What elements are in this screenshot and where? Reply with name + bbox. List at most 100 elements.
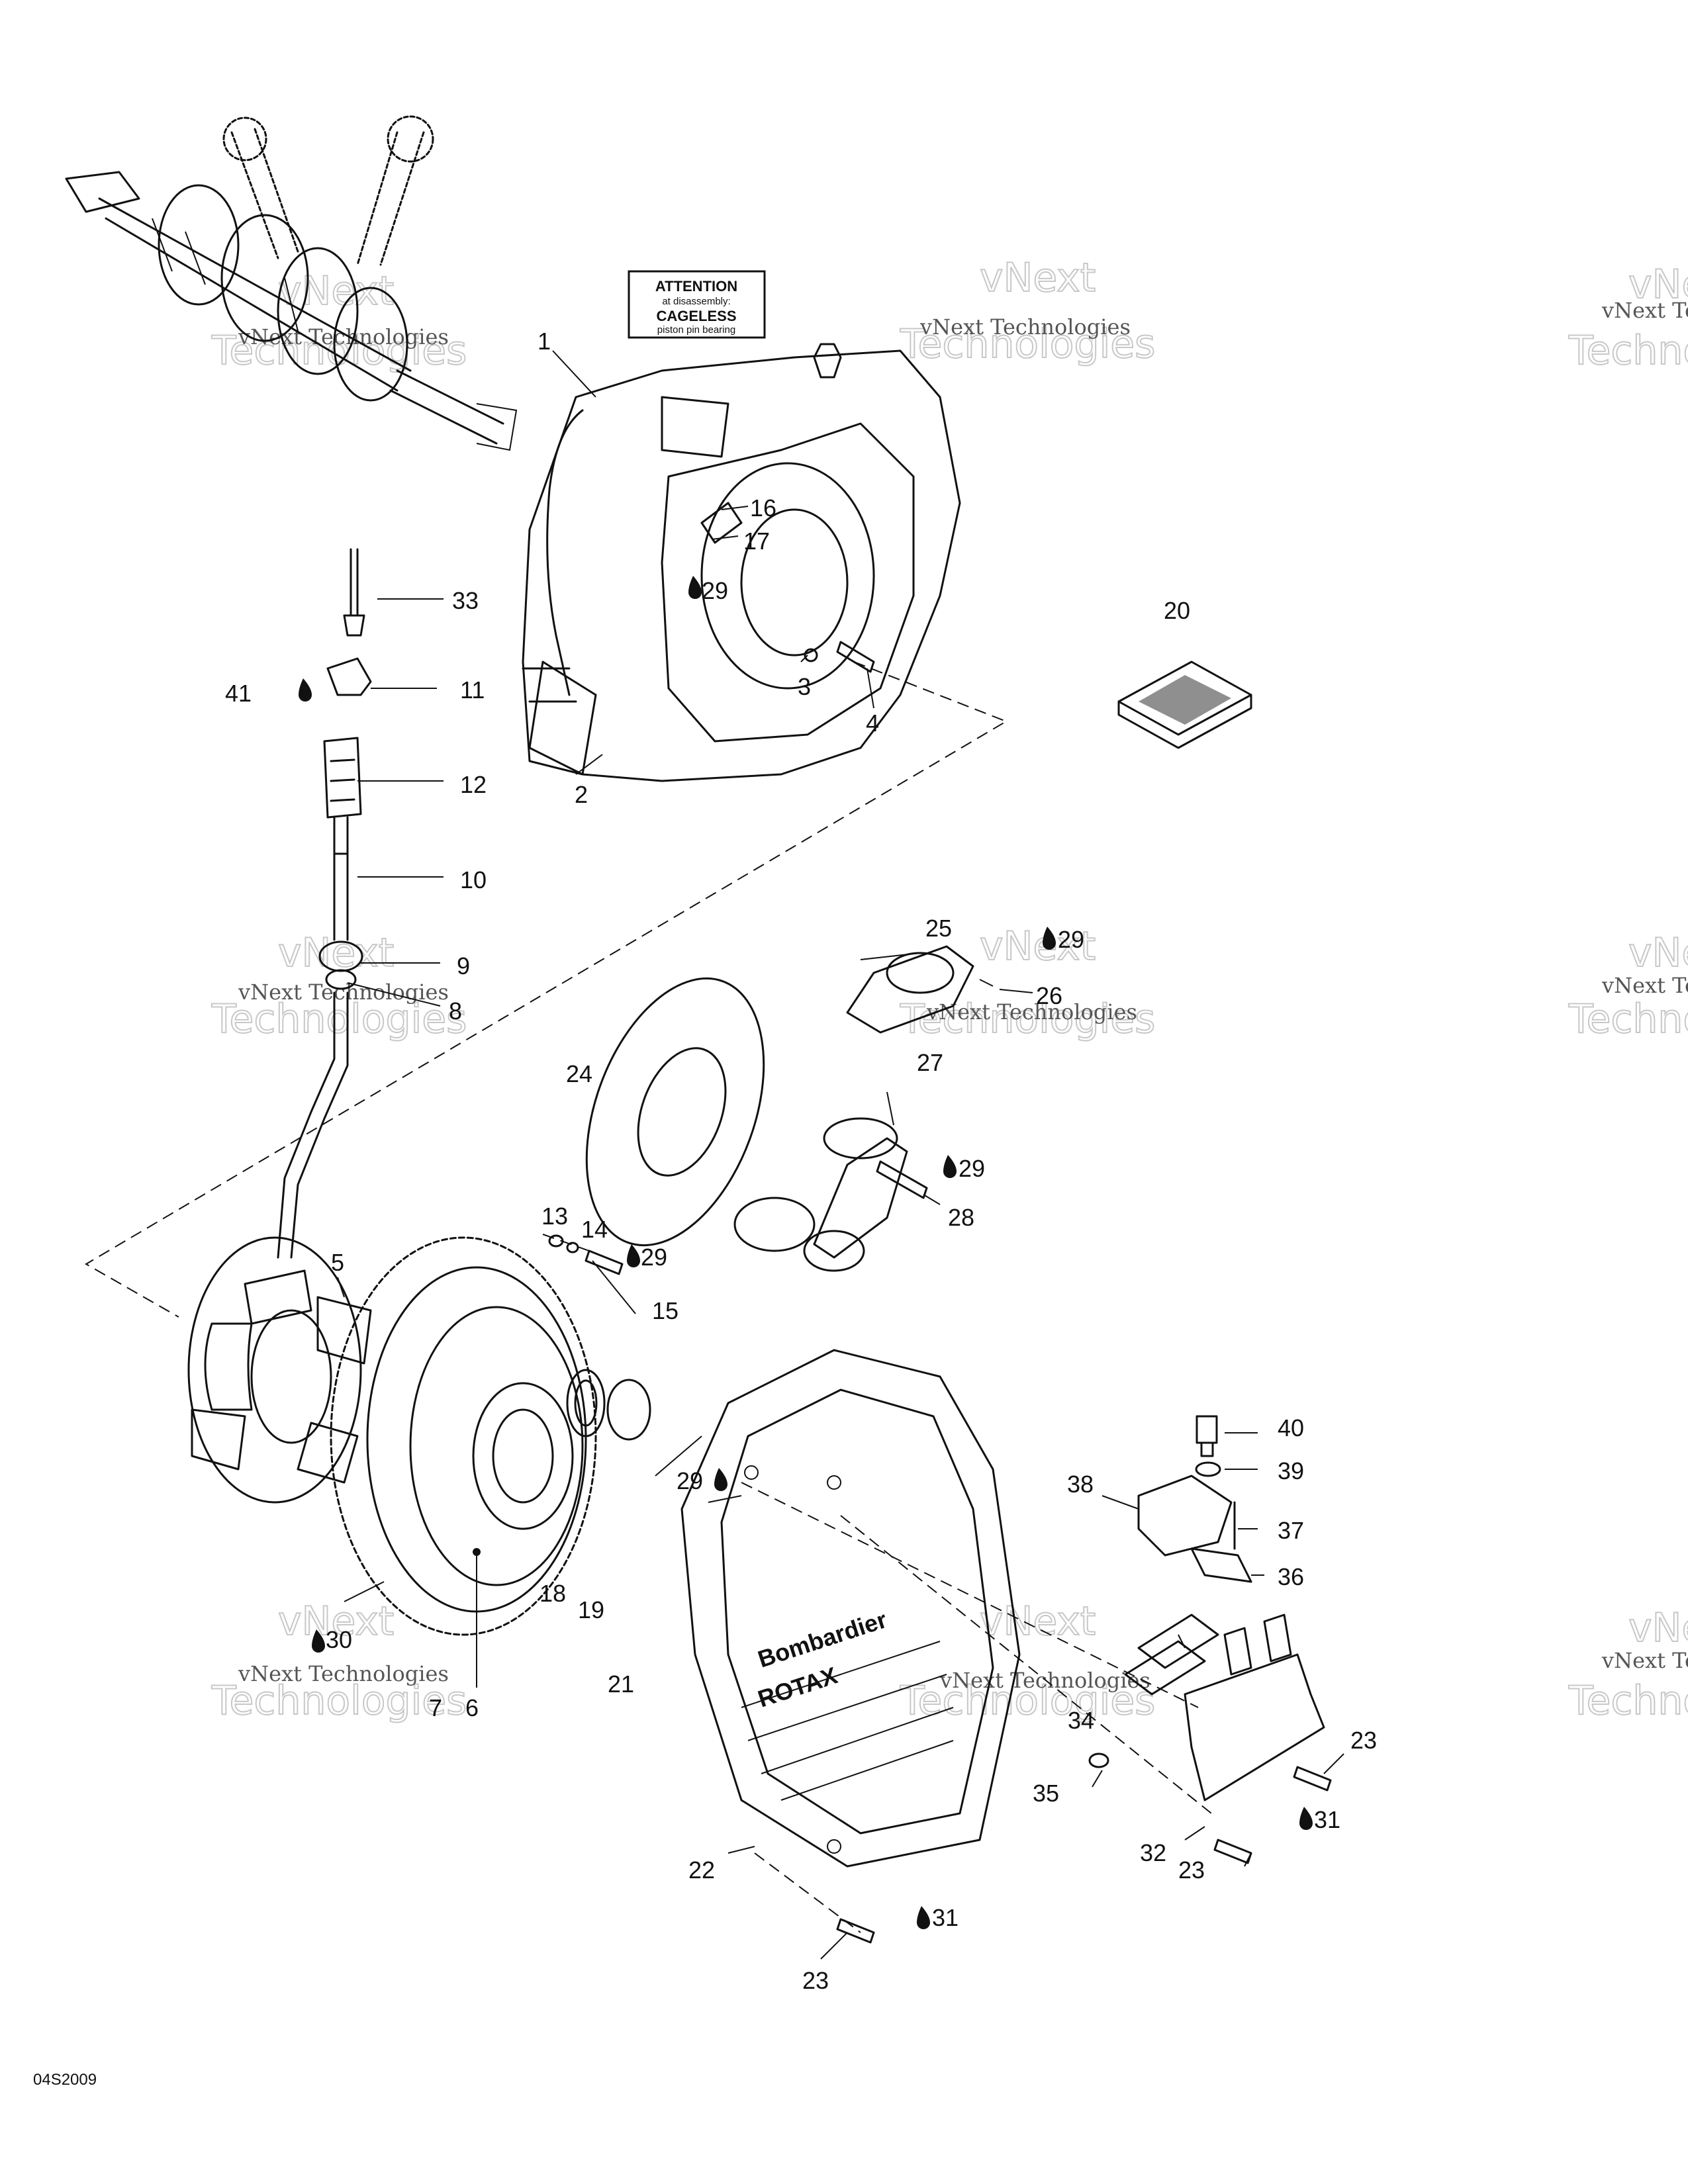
callout-5: 5 [331,1249,344,1276]
callout-7: 7 [429,1694,442,1721]
watermark-7: vNext Technologies vNext Technologies [211,1598,467,1725]
watermark-big-text: Technologies [211,1678,467,1724]
callout-31: 31 [932,1904,959,1931]
callout-1: 1 [538,328,551,355]
magneto-housing-drawing [522,343,961,782]
callout-labels: 1 2 3 4 5 6 7 8 9 10 11 12 13 14 15 16 1… [225,328,1377,1994]
callout-32: 32 [1140,1839,1166,1866]
drop-icon [627,1244,640,1267]
screw-4-drawing [836,641,875,673]
watermark-small-text: vNext Technologies [238,979,449,1005]
drop-icon [688,576,702,599]
connector-34-drawing [1124,1614,1219,1696]
cover-logo-line1: Bombardier [755,1606,890,1672]
screw-28-drawing [876,1160,928,1199]
warning-label-line4: piston pin bearing [657,324,735,336]
callout-13: 13 [541,1203,568,1230]
callout-2: 2 [575,781,588,808]
callout-30: 30 [326,1626,352,1653]
watermark-9: vNext Technologies vNext Technologies [1568,1604,1688,1725]
part-20-drawing [1117,660,1252,749]
watermark-2: vNext Technologies vNext Technologies [899,254,1156,368]
callout-23: 23 [1350,1727,1377,1754]
callout-29: 29 [1058,926,1084,953]
callout-14: 14 [581,1216,608,1243]
callout-20: 20 [1164,597,1190,624]
callout-31: 31 [1314,1806,1340,1833]
watermark-big-text: Technologies [211,328,467,374]
callout-39: 39 [1278,1457,1304,1484]
watermark-big-text: vNext [278,930,394,976]
watermark-small-text: vNext Technologies [919,314,1131,340]
callout-11: 11 [460,676,485,704]
assembly-lines [85,661,1212,1933]
watermark-big-text: Technologies [900,996,1155,1042]
callout-29: 29 [641,1244,667,1271]
callout-9: 9 [457,952,470,979]
callout-18: 18 [539,1580,566,1607]
callout-16: 16 [750,494,776,522]
warning-label: ATTENTION at disassembly: CAGELESS pisto… [628,270,766,339]
stator-drawing [187,1236,372,1504]
cap-38-drawing [1137,1475,1233,1557]
drop-icon [1043,927,1056,950]
drop-icon [943,1155,957,1178]
callout-23: 23 [802,1967,829,1994]
screw-40-drawing [1196,1415,1218,1457]
drop-icon [312,1629,325,1653]
flywheel-drawing [330,1236,597,1636]
washer-35-drawing [1088,1752,1109,1768]
watermark-small-text: vNext Technologies [238,324,449,349]
callout-6: 6 [465,1694,479,1721]
crankshaft-drawing [65,115,518,451]
callout-29: 29 [702,577,728,604]
callout-27: 27 [917,1049,943,1076]
watermark-big-text: vNext [1628,261,1688,308]
callout-15: 15 [652,1297,679,1324]
callout-40: 40 [1278,1414,1304,1441]
watermark-big-text: Technologies [1568,1678,1688,1724]
watermark-big-text: vNext [278,1598,394,1645]
nut-washer-drawing [566,1369,651,1441]
callout-33: 33 [452,587,479,614]
watermark-big-text: vNext [1628,930,1688,976]
callout-29: 29 [677,1467,703,1494]
leader-lines [337,350,1344,1960]
watermark-small-text: vNext Technologies [1601,298,1688,323]
callout-4: 4 [866,709,879,737]
watermark-big-text: vNext [980,1598,1096,1645]
watermark-small-text: vNext Technologies [1601,1648,1688,1673]
stator-plate-drawing [585,977,765,1247]
callout-12: 12 [460,771,487,798]
warning-label-line3: CAGELESS [656,308,736,324]
callout-21: 21 [608,1670,634,1698]
callout-17: 17 [743,527,770,555]
watermark-5: vNext Technologies vNext Technologies [899,923,1156,1043]
callout-37: 37 [1278,1517,1304,1544]
watermark-4: vNext Technologies vNext Technologies [211,929,467,1043]
drawing-code: 04S2009 [33,2071,97,2089]
drop-icon [917,1906,930,1929]
callout-38: 38 [1067,1471,1094,1498]
lubricant-drop-symbols [299,576,1313,1929]
callout-3: 3 [798,673,811,700]
callout-23: 23 [1178,1856,1205,1884]
watermark-big-text: vNext [1628,1605,1688,1651]
callout-28: 28 [948,1204,974,1231]
watermark-big-text: vNext [980,923,1096,970]
sensor-wiring-drawing [277,548,372,1259]
bracket-drawing [1184,1614,1325,1801]
callout-34: 34 [1068,1707,1094,1734]
coil-27-drawing [733,1117,908,1272]
callout-36: 36 [1278,1563,1304,1590]
magneto-cover-drawing: Bombardier ROTAX [680,1349,1021,1868]
watermark-big-text: Technologies [1568,996,1688,1042]
watermark-1: vNext Technologies vNext Technologies [211,267,467,375]
callout-8: 8 [449,997,462,1024]
terminal-36-drawing [1190,1547,1252,1583]
watermark-6: vNext Technologies vNext Technologies [1568,929,1688,1043]
watermark-small-text: vNext Technologies [238,1661,449,1686]
screw-23-drawings [836,1766,1332,1944]
callout-10: 10 [460,866,487,893]
